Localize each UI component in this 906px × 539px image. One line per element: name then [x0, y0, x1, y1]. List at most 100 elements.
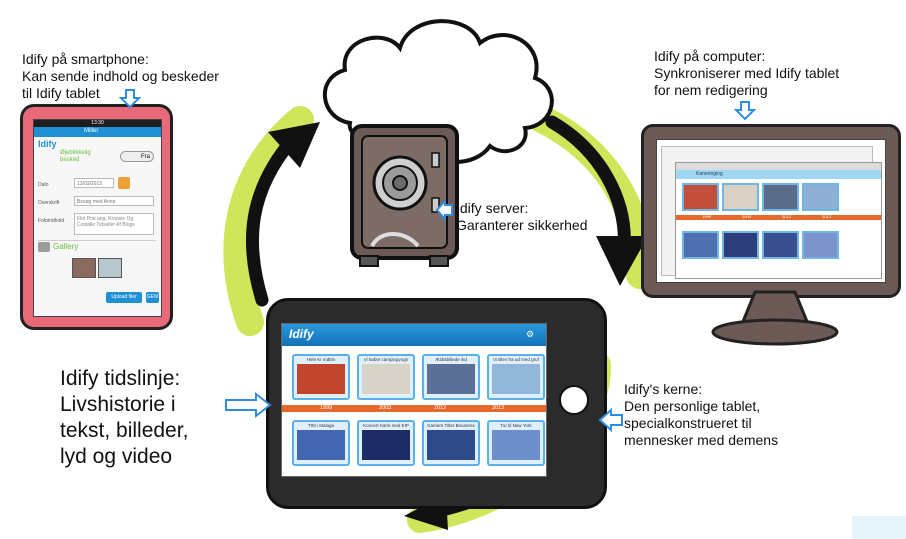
- tl-card-3[interactable]: Ældstbillede ind: [422, 354, 480, 400]
- smartphone-caption: Idify på smartphone: Kan sende indhold o…: [22, 51, 219, 102]
- urgent-toggle-label: Fra: [141, 154, 150, 160]
- tl-card-2[interactable]: Vi købte campingvogn: [357, 354, 415, 400]
- note-field[interactable]: Flot Prst ang. Kronsie Og Costalle Tidsa…: [74, 213, 154, 235]
- tablet-logo: Idify: [289, 327, 314, 341]
- computer-caption-line-2: Synkroniserer med Idify tablet: [654, 65, 840, 81]
- timeline-caption-line-3: tekst, billeder,: [60, 419, 189, 442]
- c-photo-5[interactable]: [682, 231, 719, 259]
- tl-card-3-photo: [427, 364, 475, 394]
- tl-card-2-photo: [362, 364, 410, 394]
- phone-tab: Miller: [84, 128, 99, 134]
- year-3: 2012: [434, 405, 447, 411]
- c-year-1: 1999: [702, 214, 711, 219]
- tl-card-4-photo: [492, 364, 540, 394]
- save-button[interactable]: GEM: [146, 292, 159, 303]
- gallery-thumb-1[interactable]: [72, 258, 96, 278]
- date-label: Dato: [38, 182, 49, 188]
- c-photo-8[interactable]: [802, 231, 839, 259]
- tablet-home-button[interactable]: [559, 385, 589, 415]
- computer-pointer-icon: [733, 101, 757, 121]
- tl-card-1[interactable]: Hele Kr Indtim: [292, 354, 350, 400]
- core-caption-line-1: Idify's kerne:: [624, 381, 703, 397]
- urgent-label: Øjeblikkelig besked: [60, 150, 91, 163]
- smartphone-caption-line-1: Idify på smartphone:: [22, 51, 149, 67]
- monitor-screen: Kaneringing 1999 2003 2012 2013: [656, 139, 886, 283]
- core-caption-line-4: mennesker med demens: [624, 432, 779, 448]
- timeline-caption-line-2: Livshistorie i: [60, 393, 176, 416]
- c-photo-1[interactable]: [682, 183, 719, 211]
- core-caption: Idify's kerne: Den personlige tablet, sp…: [624, 381, 778, 449]
- upload-button[interactable]: Upload filer: [106, 292, 142, 303]
- tl-card-4[interactable]: Vi Blev fra ud med gruf: [487, 354, 545, 400]
- c-photo-3[interactable]: [762, 183, 799, 211]
- arrow-left: [245, 133, 299, 307]
- server-caption-line-2: Garanterer sikkerhed: [456, 217, 588, 233]
- core-caption-line-2: Den personlige tablet,: [624, 398, 761, 414]
- tl-card-3-title: Ældstbillede ind: [435, 357, 467, 362]
- tl-card-7-photo: [427, 430, 475, 460]
- year-4: 2013: [492, 405, 505, 411]
- phone-status-time: 13:30: [34, 120, 161, 127]
- calendar-icon[interactable]: [118, 177, 130, 189]
- tl-card-8-photo: [492, 430, 540, 460]
- tl-card-8-title: Tur til New York: [500, 423, 532, 428]
- tl-card-4-title: Vi Blev fra ud med gruf: [493, 357, 539, 362]
- tablet-screen: Idify ⚙ Hele Kr Indtim Vi købte campingv…: [281, 323, 547, 477]
- server-caption-line-1: Idify server:: [456, 200, 529, 216]
- c-photo-6[interactable]: [722, 231, 759, 259]
- safe-icon: [350, 124, 459, 267]
- corner-tile: [852, 516, 906, 539]
- timeline-caption-line-4: lyd og video: [60, 445, 173, 468]
- tl-card-5-title: TIM i Malaga: [307, 423, 334, 428]
- tl-card-6-title: Koncert Karin med EIP Shakst: [363, 423, 409, 428]
- arrow-left-head: [268, 122, 320, 168]
- computer-timeline: 1999 2003 2012 2013: [676, 214, 881, 220]
- gallery-thumb-2[interactable]: [98, 258, 122, 278]
- phone-screen: 13:30 Miller Idify Øjeblikkelig besked F…: [33, 119, 162, 317]
- phone-pointer-icon: [118, 89, 142, 109]
- computer-caption-line-3: for nem redigering: [654, 82, 768, 98]
- core-caption-line-3: specialkonstrueret til: [624, 415, 752, 431]
- tl-card-2-title: Vi købte campingvogn: [363, 357, 409, 362]
- tablet-settings-icon[interactable]: ⚙: [526, 329, 535, 339]
- year-1: 1999: [320, 405, 333, 411]
- computer-header: Kaneringing: [676, 170, 881, 179]
- c-photo-4[interactable]: [802, 183, 839, 211]
- server-caption: Idify server: Garanterer sikkerhed: [456, 200, 588, 234]
- date-field[interactable]: 13/03/2013: [74, 178, 114, 188]
- smartphone-caption-line-3: til Idify tablet: [22, 85, 100, 101]
- c-year-3: 2012: [782, 214, 791, 219]
- c-year-2: 2003: [742, 214, 751, 219]
- tl-card-1-photo: [297, 364, 345, 394]
- core-pointer-icon: [598, 407, 623, 433]
- tl-card-1-title: Hele Kr Indtim: [306, 357, 336, 362]
- c-photo-2[interactable]: [722, 183, 759, 211]
- computer-caption: Idify på computer: Synkroniserer med Idi…: [654, 48, 839, 99]
- smartphone-caption-line-2: Kan sende indhold og beskeder: [22, 68, 219, 84]
- tl-card-5[interactable]: TIM i Malaga: [292, 420, 350, 466]
- monitor-stand: [711, 290, 839, 346]
- tl-card-7[interactable]: Karriere Tilter Bevarens: [422, 420, 480, 466]
- tl-card-6[interactable]: Koncert Karin med EIP Shakst: [357, 420, 415, 466]
- timeline-caption: Idify tidslinje: Livshistorie i tekst, b…: [60, 366, 188, 470]
- gallery-label: Gallery: [53, 242, 79, 251]
- timeline-caption-line-1: Idify tidslinje:: [60, 367, 181, 390]
- timeline-pointer-icon: [225, 391, 272, 419]
- tl-card-6-photo: [362, 430, 410, 460]
- computer-monitor: Kaneringing 1999 2003 2012 2013: [641, 124, 901, 298]
- tablet-timeline: 1999 2003 2012 2013: [282, 405, 546, 412]
- year-2: 2003: [379, 405, 392, 411]
- smartphone-device: 13:30 Miller Idify Øjeblikkelig besked F…: [20, 104, 173, 330]
- browser-window: Kaneringing 1999 2003 2012 2013: [675, 162, 882, 279]
- tablet-header: Idify ⚙: [282, 324, 546, 346]
- c-year-4: 2013: [822, 214, 831, 219]
- urgent-toggle[interactable]: Fra: [120, 151, 154, 162]
- subject-field[interactable]: Besøg med Anne: [74, 196, 154, 206]
- phone-titlebar: Miller: [34, 127, 161, 137]
- computer-caption-line-1: Idify på computer:: [654, 48, 766, 64]
- tablet-device: Idify ⚙ Hele Kr Indtim Vi købte campingv…: [266, 298, 607, 509]
- tl-card-5-photo: [297, 430, 345, 460]
- c-photo-7[interactable]: [762, 231, 799, 259]
- tl-card-8[interactable]: Tur til New York: [487, 420, 545, 466]
